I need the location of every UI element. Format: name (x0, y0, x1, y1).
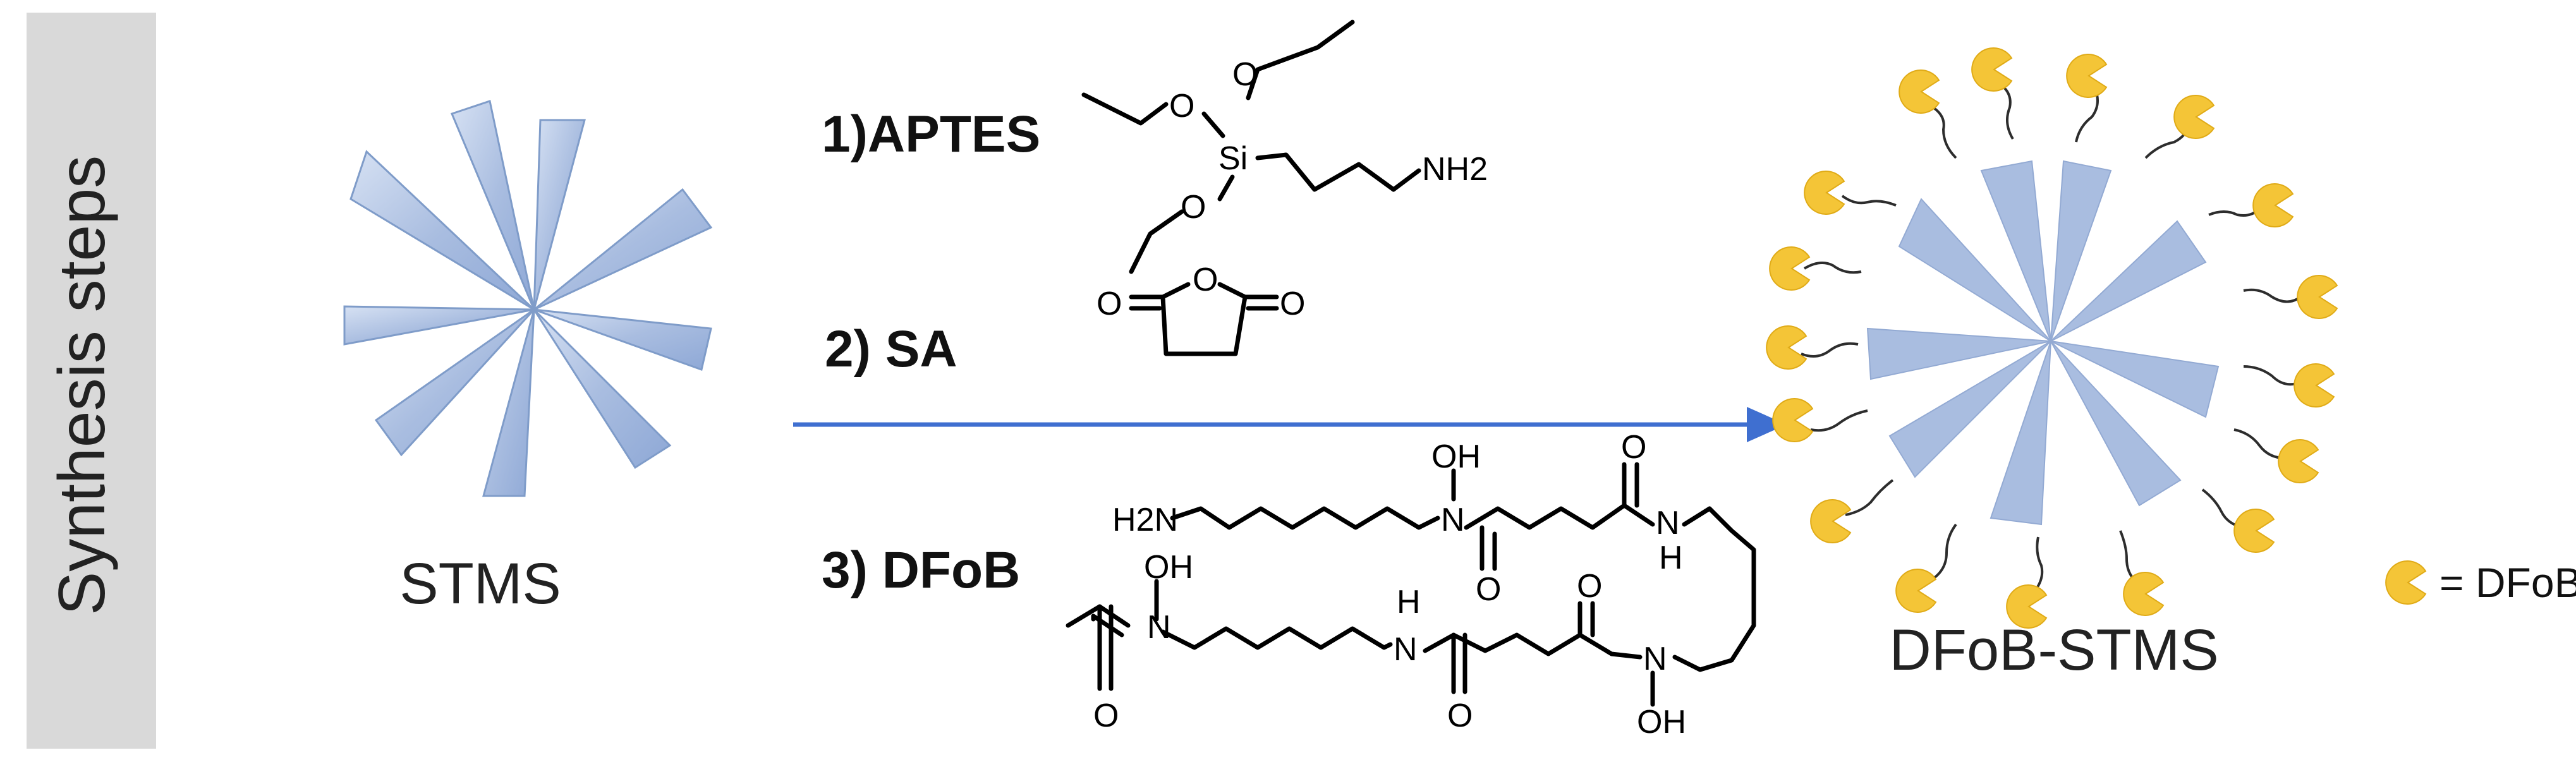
dfob-structure: OH N H2N O O N H OH N H N O O O N OH (1066, 429, 1756, 740)
dfob-pacman-icon (2066, 54, 2108, 98)
stms-label: STMS (399, 552, 561, 616)
step-1-label: 1)APTES (822, 106, 1040, 163)
dfob-atom-n-amide-2: N (1394, 631, 1418, 668)
step-2-label: 2) SA (825, 320, 957, 378)
dfob-pacman-icon (1772, 398, 1814, 442)
dfob-pacman-icon (2173, 95, 2215, 139)
dfob-pacman-icons (1766, 47, 2338, 629)
dfob-atom-o-top-2: O (1621, 429, 1646, 466)
dfob-pacman-icon (1810, 499, 1852, 543)
dfob-pacman-icon (2293, 363, 2335, 408)
dfob-atom-h-amide-1: H (1659, 540, 1683, 576)
aptes-atom-o1: O (1169, 88, 1194, 124)
aptes-structure: O O Si O NH2 (1081, 20, 1488, 274)
dfob-atom-o-mid: O (1447, 698, 1473, 734)
dfob-atom-n-amide-1: N (1656, 505, 1680, 541)
dfob-pacman-icon (2123, 572, 2165, 616)
dfob-stms-particle (1766, 47, 2338, 629)
dfob-atom-n-left: N (1147, 609, 1171, 646)
dfob-atom-oh-bottom: OH (1637, 704, 1686, 740)
dfob-pacman-icon (2278, 439, 2319, 483)
dfob-pacman-icon (1899, 69, 1940, 114)
dfob-atom-oh-top: OH (1431, 438, 1481, 475)
dfob-atom-o-top-1: O (1476, 571, 1501, 608)
stms-blades (343, 100, 713, 497)
dfob-pacman-icon (2233, 509, 2275, 553)
stms-particle (343, 100, 713, 497)
step-3-label: 3) DFoB (822, 541, 1020, 599)
dfob-atom-n-top: N (1441, 502, 1465, 538)
dfob-stms-blades (1866, 160, 2220, 526)
legend-label: = DFoB (2439, 559, 2576, 606)
dfob-atom-h2n: H2N (1112, 502, 1178, 538)
sa-atom-o-ring: O (1193, 262, 1218, 298)
dfob-pacman-icon (2252, 183, 2294, 227)
dfob-pacman-icon (1766, 325, 1807, 370)
sa-atom-o-right: O (1280, 286, 1305, 322)
dfob-pacman-icon (1895, 569, 1937, 613)
sa-atom-o-left: O (1097, 286, 1122, 322)
dfob-pacman-icon (2006, 584, 2048, 629)
aptes-atom-si: Si (1218, 140, 1248, 177)
dfob-atom-o-left: O (1093, 698, 1119, 734)
dfob-atom-oh-left: OH (1144, 549, 1193, 586)
dfob-pacman-icon (2297, 275, 2338, 319)
dfob-atom-o-right: O (1577, 568, 1602, 605)
dfob-pacman-icon (2385, 560, 2427, 605)
sidebar-background (27, 13, 156, 749)
sa-structure: O O O (1097, 262, 1305, 356)
legend: = DFoB (2385, 559, 2576, 606)
dfob-atom-h-amide-2: H (1397, 584, 1421, 620)
dfob-pacman-icon (1769, 246, 1811, 291)
aptes-atom-o3: O (1181, 189, 1206, 226)
sidebar-label: Synthesis steps (46, 155, 119, 615)
dfob-ligands (1801, 81, 2302, 592)
dfob-pacman-icon (1804, 171, 1845, 215)
sidebar: Synthesis steps (27, 13, 156, 749)
dfob-pacman-icon (1971, 47, 2013, 92)
aptes-atom-nh2: NH2 (1422, 151, 1488, 188)
dfob-atom-n-bottom: N (1643, 641, 1667, 677)
dfob-stms-label: DFoB-STMS (1889, 618, 2218, 682)
aptes-atom-o2: O (1232, 56, 1258, 93)
